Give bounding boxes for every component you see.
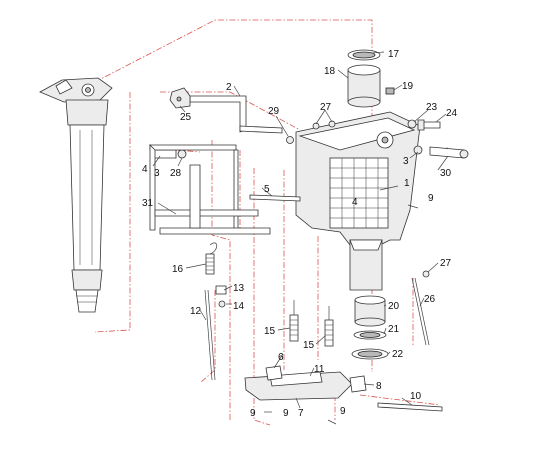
label-10: 10 — [410, 391, 422, 402]
part-14-nut — [218, 300, 226, 308]
part-24-bolt — [417, 119, 441, 131]
label-31: 31 — [142, 198, 154, 209]
part-13-clip — [215, 285, 227, 295]
label-15-left: 15 — [264, 326, 276, 337]
pump-tube — [39, 77, 113, 313]
label-7: 7 — [298, 408, 304, 419]
part-28-spacer — [177, 149, 187, 159]
part-15-spring-right — [324, 306, 334, 347]
part-4-left-pin — [151, 149, 177, 159]
part-31-foot-frame — [149, 144, 271, 235]
label-30: 30 — [440, 168, 452, 179]
part-19-key — [385, 87, 395, 95]
part-17-ring — [347, 49, 381, 61]
label-9-right: 9 — [428, 193, 434, 204]
part-6-clip — [265, 365, 283, 381]
part-10-rod — [377, 402, 443, 412]
label-25: 25 — [180, 112, 192, 123]
label-19: 19 — [402, 81, 414, 92]
part-18-bushing — [347, 64, 381, 108]
label-6: 6 — [278, 352, 284, 363]
label-28: 28 — [170, 168, 182, 179]
label-9-bottom-b: 9 — [283, 408, 289, 419]
label-3-left: 3 — [154, 168, 160, 179]
label-1: 1 — [404, 178, 410, 189]
label-20: 20 — [388, 301, 400, 312]
label-27-right: 27 — [440, 258, 452, 269]
label-4-left: 4 — [142, 164, 148, 175]
label-9-bottom-a: 9 — [250, 408, 256, 419]
label-9-bottom-c: 9 — [340, 406, 346, 417]
label-15-right: 15 — [303, 340, 315, 351]
part-number-labels: 1 2 3 3 4 4 5 6 7 8 9 9 9 9 10 11 12 13 … — [142, 49, 458, 419]
part-26-rod — [411, 277, 430, 346]
part-12-link-rod — [204, 289, 216, 381]
label-14: 14 — [233, 301, 245, 312]
leader-lines — [152, 51, 449, 409]
part-8-clip — [349, 375, 367, 393]
part-3-right-spacer — [413, 145, 423, 155]
part-1-main-frame — [295, 111, 421, 291]
label-3-right: 3 — [403, 156, 409, 167]
part-27-nut-right — [422, 270, 430, 278]
part-15-spring-left — [289, 300, 299, 342]
part-9-pins — [264, 204, 419, 425]
part-5-rod — [249, 194, 301, 202]
label-12: 12 — [190, 306, 202, 317]
part-29-bolt — [286, 136, 294, 144]
label-5: 5 — [264, 184, 270, 195]
label-23: 23 — [426, 102, 438, 113]
label-13: 13 — [233, 283, 245, 294]
part-25-bracket — [169, 87, 191, 109]
label-17: 17 — [388, 49, 400, 60]
label-29: 29 — [268, 106, 280, 117]
label-26: 26 — [424, 294, 436, 305]
label-4-frame: 4 — [352, 197, 358, 208]
label-16: 16 — [172, 264, 184, 275]
part-7-base-plate — [244, 371, 353, 401]
label-18: 18 — [324, 66, 336, 77]
part-21-ring — [353, 330, 387, 340]
label-21: 21 — [388, 324, 400, 335]
label-2: 2 — [226, 82, 232, 93]
label-24: 24 — [446, 108, 458, 119]
label-8: 8 — [376, 381, 382, 392]
frame-grid-hatch — [330, 158, 388, 228]
part-27-bolts-top — [312, 120, 336, 130]
part-20-bushing — [354, 295, 386, 327]
label-22: 22 — [392, 349, 404, 360]
label-11: 11 — [314, 364, 325, 375]
part-16-spring — [205, 242, 218, 275]
part-22-ring — [351, 348, 389, 360]
part-30-pin — [429, 146, 469, 159]
label-27-top: 27 — [320, 102, 332, 113]
